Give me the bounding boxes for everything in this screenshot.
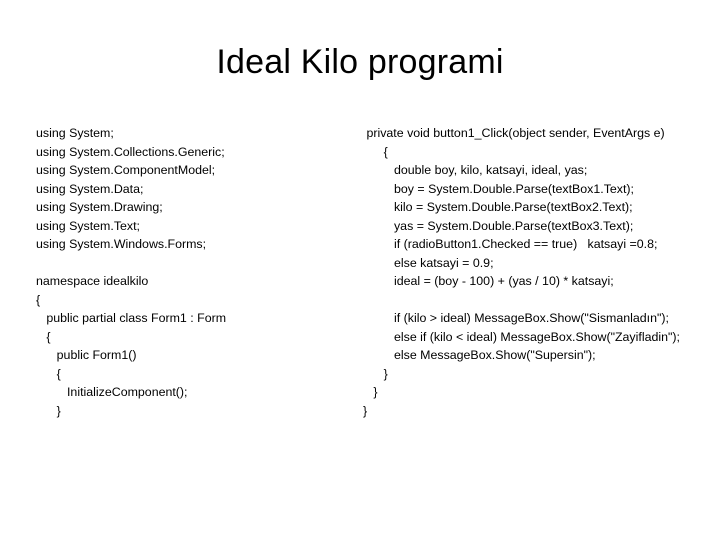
code-line: if (kilo > ideal) MessageBox.Show("Sisma… — [363, 311, 669, 325]
code-line: using System.Drawing; — [36, 200, 163, 214]
code-line: using System.ComponentModel; — [36, 163, 216, 177]
code-line: else katsayi = 0.9; — [363, 255, 494, 270]
code-line: using System.Collections.Generic; — [36, 144, 225, 159]
code-line: } — [363, 385, 378, 399]
code-line: if (radioButton1.Checked == true) katsay… — [363, 237, 658, 251]
code-line: yas = System.Double.Parse(textBox3.Text)… — [363, 218, 634, 233]
code-line: double boy, kilo, katsayi, ideal, yas; — [363, 163, 588, 177]
code-line: public partial class Form1 : Form — [36, 311, 227, 325]
left-code-block: using System; using System.Collections.Ge… — [36, 124, 336, 420]
code-line: { — [36, 292, 41, 307]
code-line: ideal = (boy - 100) + (yas / 10) * katsa… — [363, 274, 614, 288]
code-line: private void button1_Click(object sender… — [363, 126, 665, 140]
code-line: using System.Text; — [36, 218, 140, 233]
code-line: } — [363, 403, 368, 418]
code-line: { — [363, 144, 388, 159]
code-line: using System.Data; — [36, 181, 144, 196]
code-line: namespace idealkilo — [36, 274, 149, 288]
right-code-block: private void button1_Click(object sender… — [363, 124, 685, 420]
code-line — [363, 291, 685, 310]
code-line: using System; — [36, 126, 114, 140]
code-line: InitializeComponent(); — [36, 385, 188, 399]
page-title: Ideal Kilo programi — [216, 43, 504, 81]
code-line: { — [36, 366, 61, 381]
code-line: else MessageBox.Show("Supersin"); — [363, 348, 596, 362]
code-line: } — [363, 366, 388, 381]
code-line: kilo = System.Double.Parse(textBox2.Text… — [363, 200, 633, 214]
code-line — [36, 254, 336, 273]
code-line: else if (kilo < ideal) MessageBox.Show("… — [363, 329, 680, 344]
code-line: { — [36, 329, 51, 344]
code-line: public Form1() — [36, 348, 137, 362]
code-line: using System.Windows.Forms; — [36, 237, 207, 251]
code-line: boy = System.Double.Parse(textBox1.Text)… — [363, 181, 634, 196]
code-line: } — [36, 403, 61, 418]
